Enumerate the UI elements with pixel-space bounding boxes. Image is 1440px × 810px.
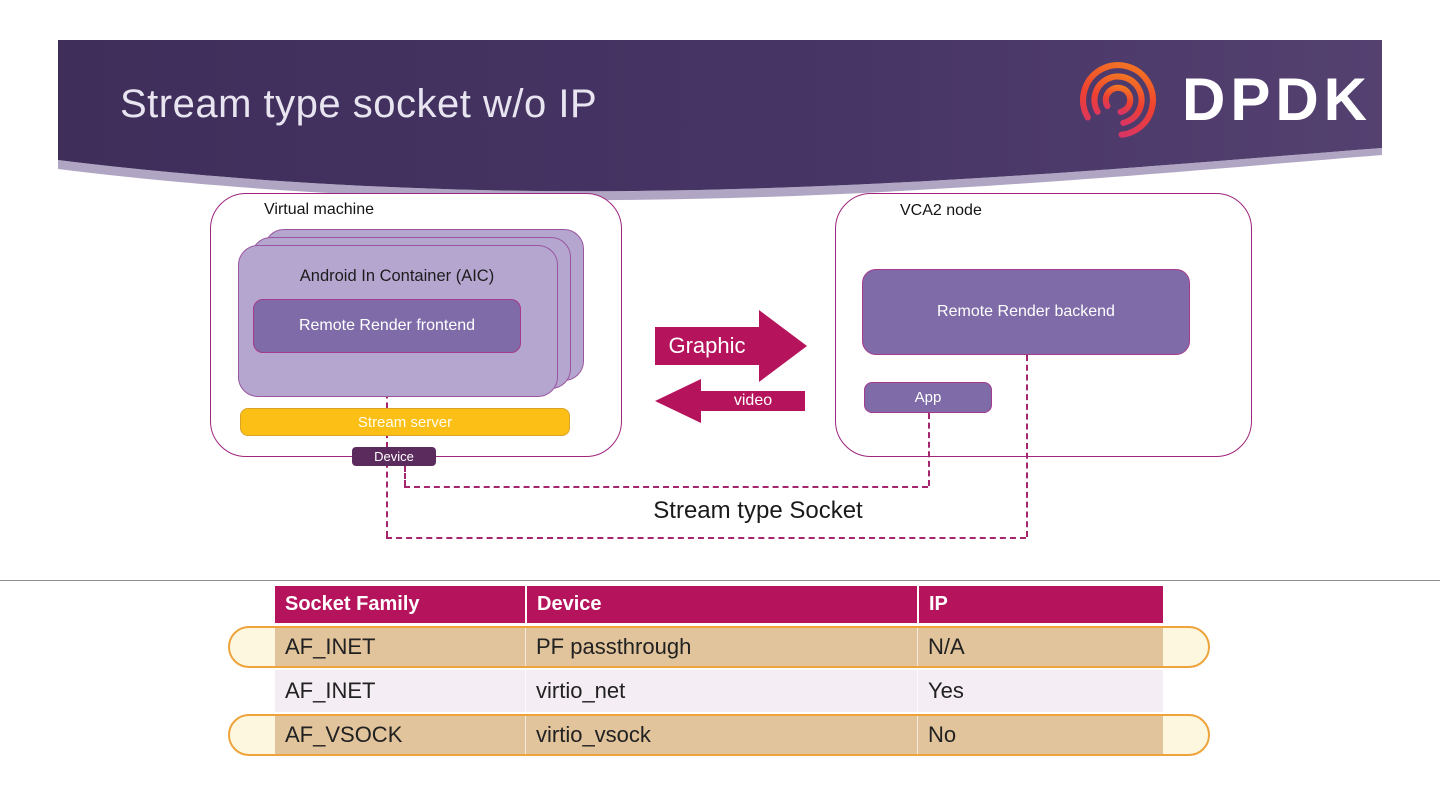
table-row: AF_VSOCK virtio_vsock No — [275, 714, 1163, 756]
divider-rule — [0, 580, 1440, 581]
dpdk-logo: DPDK — [1070, 54, 1372, 146]
virtual-machine-label: Virtual machine — [264, 201, 374, 218]
socket-line-outer-horizontal — [386, 537, 1026, 539]
remote-render-backend-box: Remote Render backend — [862, 269, 1190, 355]
app-box: App — [864, 382, 992, 413]
table-row: AF_INET PF passthrough N/A — [275, 626, 1163, 668]
cell-device: virtio_vsock — [525, 714, 917, 756]
header-band: Stream type socket w/o IP DPDK — [58, 40, 1382, 208]
cell-ip: N/A — [917, 626, 1163, 668]
cell-device: PF passthrough — [525, 626, 917, 668]
aic-label: Android In Container (AIC) — [299, 267, 495, 285]
device-badge: Device — [352, 447, 436, 466]
slide-title: Stream type socket w/o IP — [120, 82, 598, 126]
cell-socket-family: AF_VSOCK — [285, 722, 403, 747]
graphic-arrow: Graphic — [655, 310, 807, 382]
stream-type-socket-label: Stream type Socket — [653, 497, 863, 524]
cell-socket-family: AF_INET — [285, 678, 376, 703]
vca2-node-label: VCA2 node — [900, 202, 982, 219]
cell-ip: Yes — [917, 670, 1163, 712]
socket-line-backend-vertical — [1026, 355, 1028, 537]
video-arrow-label: video — [733, 392, 773, 409]
socket-line-inner-horizontal — [404, 486, 928, 488]
dpdk-logo-text: DPDK — [1181, 66, 1372, 133]
video-arrow-icon — [655, 379, 805, 423]
socket-line-app-vertical — [928, 413, 930, 486]
dpdk-logo-icon — [1080, 62, 1156, 138]
graphic-arrow-label: Graphic — [668, 333, 746, 358]
stream-server-bar: Stream server — [240, 408, 570, 436]
cell-socket-family: AF_INET — [285, 634, 376, 659]
cell-device: virtio_net — [525, 670, 917, 712]
socket-line-device-vertical — [404, 466, 406, 486]
socket-line-frontend-vertical — [386, 353, 388, 537]
video-arrow: video — [655, 379, 805, 423]
graphic-arrow-icon — [655, 310, 807, 382]
table-header-ip: IP — [917, 586, 1163, 623]
remote-render-frontend-box: Remote Render frontend — [253, 299, 521, 353]
cell-ip: No — [917, 714, 1163, 756]
table-header-device: Device — [525, 586, 917, 623]
table-row: AF_INET virtio_net Yes — [275, 670, 1163, 712]
table-header-row: Socket Family Device IP — [275, 586, 1163, 623]
header-band-shape — [58, 40, 1382, 201]
table-header-socket-family: Socket Family — [285, 593, 420, 615]
